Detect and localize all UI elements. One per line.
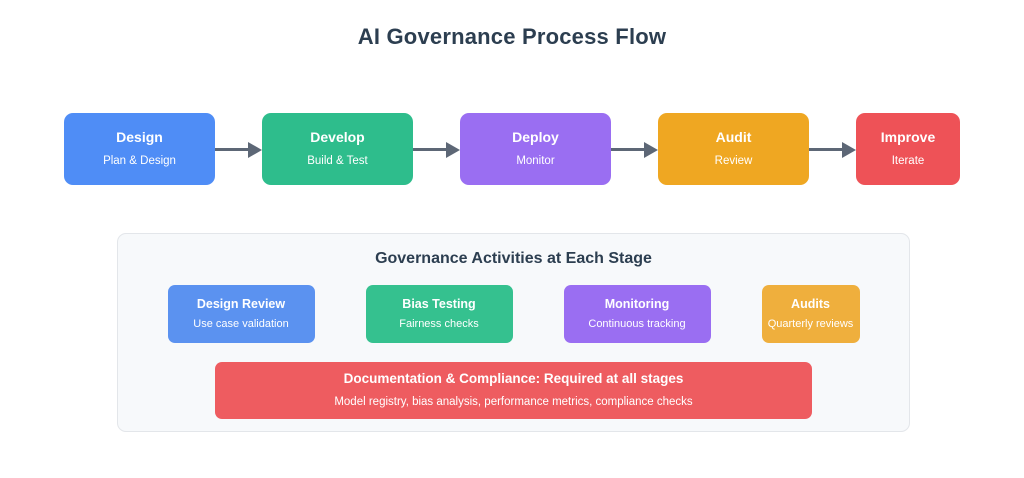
stage-subtitle: Review [714, 154, 753, 167]
stage-title: Design [116, 129, 163, 146]
activity-title: Monitoring [604, 296, 670, 311]
stage-title: Audit [715, 129, 752, 146]
governance-activities-panel: Governance Activities at Each Stage Desi… [117, 233, 910, 432]
activity-subtitle: Quarterly reviews [767, 318, 854, 331]
stage-subtitle: Monitor [516, 154, 555, 167]
banner-title: Documentation & Compliance: Required at … [343, 371, 684, 387]
stage-subtitle: Iterate [891, 154, 925, 167]
arrow-right-icon [611, 141, 658, 158]
stage-title: Deploy [512, 129, 559, 146]
stage-title: Improve [880, 129, 936, 146]
activity-title: Bias Testing [402, 296, 476, 311]
arrow-right-icon [809, 141, 856, 158]
panel-title: Governance Activities at Each Stage [375, 250, 652, 267]
arrow-right-icon [215, 141, 262, 158]
page-title: AI Governance Process Flow [357, 24, 667, 49]
stage-subtitle: Plan & Design [103, 154, 176, 167]
activity-title: Design Review [196, 296, 286, 311]
activity-subtitle: Fairness checks [399, 318, 479, 331]
documentation-compliance-banner: Documentation & Compliance: Required at … [215, 362, 812, 419]
stage-title: Develop [310, 129, 365, 146]
banner-subtitle: Model registry, bias analysis, performan… [334, 396, 693, 409]
activity-title: Audits [791, 296, 830, 311]
stage-subtitle: Build & Test [307, 154, 368, 167]
activity-subtitle: Use case validation [193, 318, 289, 331]
arrow-right-icon [413, 141, 460, 158]
activity-subtitle: Continuous tracking [588, 318, 686, 331]
